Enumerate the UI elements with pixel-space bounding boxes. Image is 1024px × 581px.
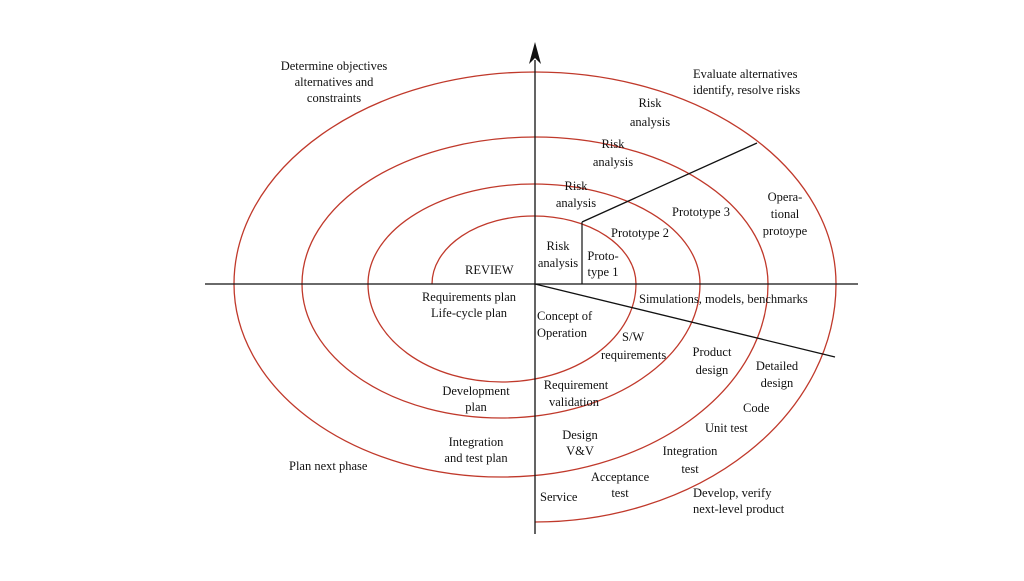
requirements-plan-line2: Life-cycle plan: [431, 306, 508, 320]
design-vv-line2: V&V: [566, 444, 594, 458]
spiral-ring-1-top: [431, 215, 637, 285]
prototype-2: Prototype 2: [611, 226, 669, 240]
quadrant-bottom-right-line1: Develop, verify: [693, 486, 772, 500]
risk-analysis-1-line2: analysis: [538, 256, 578, 270]
sw-requirements-line1: S/W: [622, 330, 644, 344]
design-vv-line1: Design: [562, 428, 598, 442]
development-diagonal: [534, 283, 836, 358]
product-design-line2: design: [696, 363, 729, 377]
concept-line1: Concept of: [537, 309, 593, 323]
requirements-plan-line1: Requirements plan: [422, 290, 517, 304]
product-design-line1: Product: [693, 345, 732, 359]
development-plan-line2: plan: [465, 400, 487, 414]
risk-analysis-3-line1: Risk: [602, 137, 626, 151]
quadrant-top-right-line1: Evaluate alternatives: [693, 67, 798, 81]
spiral-ring-4-bottom: [534, 283, 837, 523]
detailed-design-line2: design: [761, 376, 794, 390]
spiral-ring-2-top: [367, 183, 701, 285]
prototype-3: Prototype 3: [672, 205, 730, 219]
integration-test-line2: test: [681, 462, 699, 476]
integration-test-line1: Integration: [663, 444, 719, 458]
spiral-ring-1-bottom: [367, 283, 637, 383]
acceptance-test-line2: test: [611, 486, 629, 500]
risk-analysis-4-line1: Risk: [639, 96, 663, 110]
risk-analysis-2-line2: analysis: [556, 196, 596, 210]
prototype-diagonal: [581, 142, 758, 223]
sw-requirements-line2: requirements: [601, 348, 666, 362]
code-label: Code: [743, 401, 770, 415]
development-plan-line1: Development: [442, 384, 510, 398]
operational-prototype-line1: Opera-: [768, 190, 803, 204]
prototype-1-line2: type 1: [588, 265, 619, 279]
risk-analysis-2-line1: Risk: [565, 179, 589, 193]
integration-plan-line2: and test plan: [444, 451, 508, 465]
risk-analysis-1-line1: Risk: [547, 239, 571, 253]
service-label: Service: [540, 490, 578, 504]
quadrant-top-left-line2: alternatives and: [295, 75, 375, 89]
quadrant-top-left-line3: constraints: [307, 91, 361, 105]
quadrant-top-right-line2: identify, resolve risks: [693, 83, 800, 97]
operational-prototype-line2: tional: [771, 207, 800, 221]
requirement-validation-line2: validation: [549, 395, 600, 409]
spiral-ring-3-bottom: [233, 283, 769, 478]
spiral-ring-2-bottom: [301, 283, 701, 419]
quadrant-bottom-left: Plan next phase: [289, 459, 368, 473]
quadrant-top-left-line1: Determine objectives: [281, 59, 388, 73]
simulations-label: Simulations, models, benchmarks: [639, 292, 808, 306]
risk-analysis-3-line2: analysis: [593, 155, 633, 169]
quadrant-bottom-right-line2: next-level product: [693, 502, 785, 516]
operational-prototype-line3: protoype: [763, 224, 808, 238]
acceptance-test-line1: Acceptance: [591, 470, 650, 484]
risk-analysis-4-line2: analysis: [630, 115, 670, 129]
unit-test-label: Unit test: [705, 421, 748, 435]
arrow-head-icon: [529, 42, 541, 64]
requirement-validation-line1: Requirement: [544, 378, 609, 392]
prototype-1-line1: Proto-: [587, 249, 618, 263]
integration-plan-line1: Integration: [449, 435, 505, 449]
detailed-design-line1: Detailed: [756, 359, 799, 373]
review-label: REVIEW: [465, 263, 514, 277]
concept-line2: Operation: [537, 326, 588, 340]
